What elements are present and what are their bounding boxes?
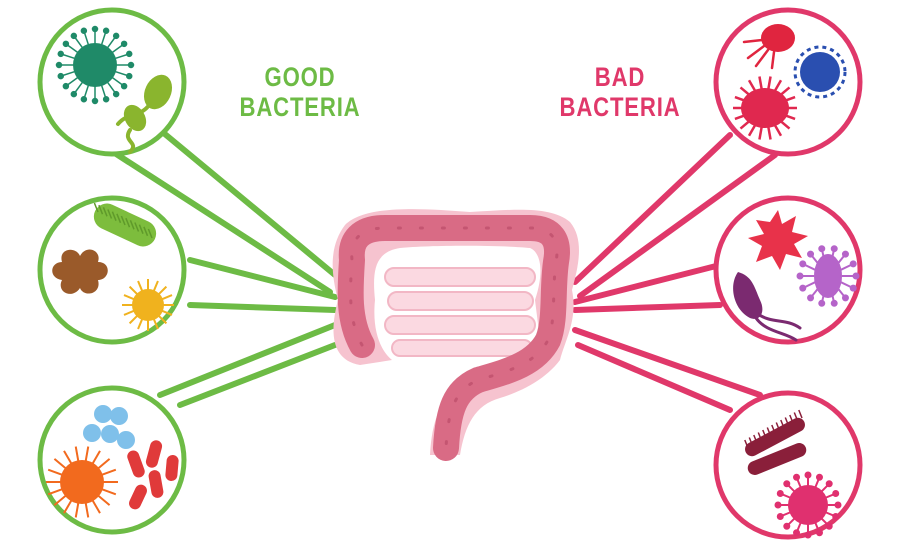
blue-virus-icon <box>793 45 847 99</box>
bad-connector-bottom <box>575 342 733 413</box>
orange-virus-icon <box>46 446 118 518</box>
bad-connector-top-2 <box>577 152 778 299</box>
sperm-shaped-bacteria-icon <box>116 74 173 154</box>
intestine-fold-1 <box>384 267 536 287</box>
intestine-fold-4 <box>391 339 533 357</box>
good-connectors <box>107 127 338 408</box>
maroon-rod-bacteria-icon <box>744 409 807 475</box>
large-intestine <box>337 215 570 461</box>
bad-circle-3 <box>713 390 863 540</box>
intestine-fold-2 <box>387 291 534 311</box>
bad-bacteria-heading: BAD BACTERIA <box>530 62 710 122</box>
bad-connectors <box>572 132 778 413</box>
bad-heading-line1: BAD <box>594 62 646 92</box>
brown-amoeba-icon <box>52 249 108 294</box>
pink-virus-icon <box>774 471 842 539</box>
bad-connector-middle-2 <box>572 302 723 313</box>
purple-flagellate-icon <box>733 272 802 342</box>
good-bacteria-heading: GOOD BACTERIA <box>210 62 390 122</box>
intestine-fold-3 <box>384 315 536 335</box>
purple-virus-icon <box>796 245 860 307</box>
bad-circle-1 <box>713 7 863 157</box>
yellow-virus-icon <box>122 279 174 331</box>
good-connector-middle <box>187 257 338 300</box>
bad-circle-2 <box>713 195 863 345</box>
green-bacillus-icon <box>93 202 157 247</box>
good-connector-top-2 <box>107 147 333 295</box>
blue-cocci-cluster-icon <box>83 405 135 449</box>
colon-illustration <box>332 209 579 461</box>
green-virus-icon <box>55 25 135 105</box>
good-connector-bottom-2 <box>157 322 338 398</box>
good-circle-1 <box>37 7 187 157</box>
bad-connector-middle <box>572 262 723 305</box>
bad-heading-line2: BACTERIA <box>559 92 681 122</box>
good-connector-top <box>157 127 338 278</box>
good-circle-3 <box>37 385 187 535</box>
good-heading-line2: BACTERIA <box>239 92 361 122</box>
bad-connector-bottom-2 <box>572 327 763 398</box>
bad-connector-top <box>572 132 733 285</box>
good-connector-middle-2 <box>187 302 338 313</box>
intestine-haustra <box>349 226 559 450</box>
red-splat-microbe-icon <box>748 210 808 270</box>
good-heading-line1: GOOD <box>264 62 336 92</box>
good-connector-bottom <box>177 342 338 408</box>
red-spiky-bacteria-icon <box>733 76 797 140</box>
red-rod-bacteria-icon <box>127 440 179 510</box>
good-circle-2 <box>37 195 187 345</box>
red-mite-microbe-icon <box>742 24 795 70</box>
intestine-folds <box>384 267 536 357</box>
